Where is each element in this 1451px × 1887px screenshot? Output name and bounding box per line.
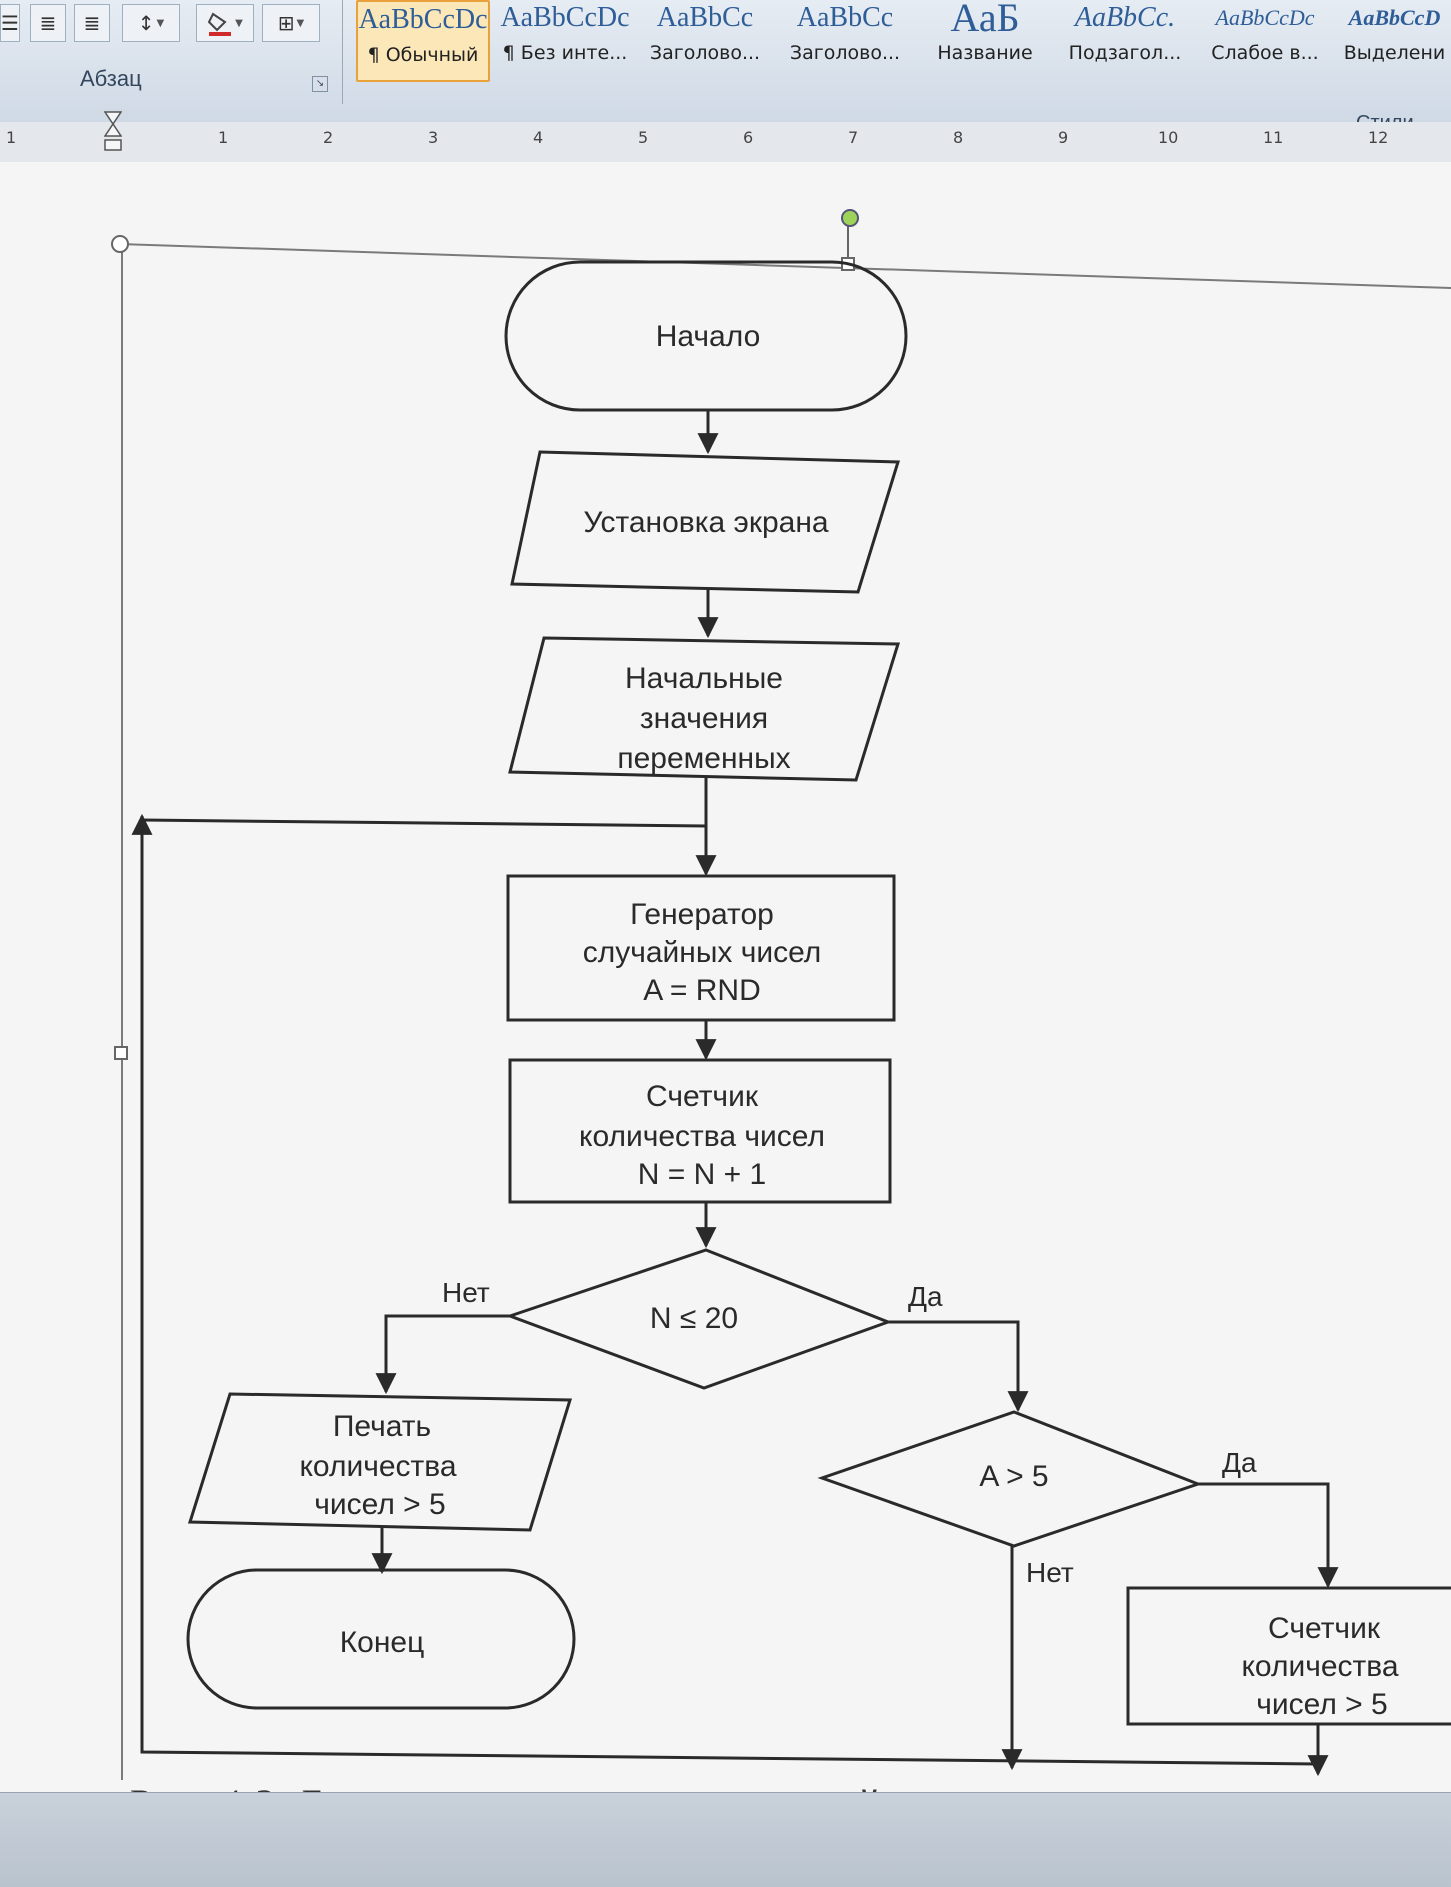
ruler-number: 1 [218, 128, 229, 147]
status-bar [0, 1792, 1451, 1887]
style-no-spacing[interactable]: AaBbCcDc ¶ Без инте... [498, 0, 632, 82]
ruler-number: 2 [323, 128, 334, 147]
ruler-number: 6 [743, 128, 754, 147]
ruler-number: 12 [1368, 128, 1389, 147]
initial-values-block[interactable] [508, 636, 901, 782]
horizontal-ruler[interactable] [0, 122, 1451, 163]
style-name: Слабое в... [1211, 42, 1319, 64]
flowchart[interactable]: Начало Установка экрана Начальные значен… [0, 162, 1451, 1792]
style-preview: AaBbCc [656, 2, 754, 33]
generator-label: A = RND [643, 974, 761, 1007]
style-name: Название [937, 42, 1033, 64]
style-heading-2[interactable]: AaBbCc Заголово... [778, 0, 912, 82]
group-divider [342, 0, 343, 104]
document-page[interactable]: Начало Установка экрана Начальные значен… [0, 162, 1451, 1826]
style-emphasis[interactable]: AaBbCcD Выделени [1338, 0, 1451, 82]
counter-gt5-label: количества [1241, 1650, 1398, 1683]
condition-a-label: A > 5 [979, 1460, 1048, 1493]
start-label: Начало [656, 320, 761, 353]
line-spacing-icon[interactable]: ↕▼ [122, 4, 180, 42]
style-name: Выделени [1343, 42, 1446, 64]
style-preview: AaBbCcDc [500, 2, 630, 33]
screen-setup-block[interactable] [510, 450, 901, 594]
canvas-selection-frame[interactable] [111, 209, 1451, 1780]
style-preview: AaBbCc. [1074, 2, 1176, 33]
style-name: Заголово... [789, 42, 901, 64]
style-preview: AaBbCcD [1348, 5, 1441, 30]
ruler-number: 7 [848, 128, 859, 147]
generator-label: Генератор [630, 898, 774, 931]
ruler-number: 10 [1158, 128, 1179, 147]
start-terminator[interactable] [504, 260, 908, 412]
condition-n-diamond[interactable] [505, 1248, 893, 1390]
style-subtle-emphasis[interactable]: AaBbCcDc Слабое в... [1198, 0, 1332, 82]
paint-bucket-icon [207, 12, 232, 36]
print-count-label: чисел > 5 [314, 1488, 445, 1521]
style-preview: AaBbCcDc [358, 4, 488, 35]
style-name: ¶ Без инте... [502, 42, 628, 64]
branch-no-label: Нет [1026, 1557, 1074, 1588]
ribbon: ☰ ≣ ≣ ↕▼ ▼ ⊞▼ Абзац ↘ AaBbCcDc ¶ Обычный… [0, 0, 1451, 134]
initial-values-label: Начальные [625, 662, 783, 695]
initial-values-label: переменных [617, 742, 790, 775]
style-normal[interactable]: AaBbCcDc ¶ Обычный [356, 0, 490, 82]
branch-yes-label: Да [1222, 1447, 1257, 1478]
branch-no-label: Нет [442, 1277, 490, 1308]
paragraph-dialog-launcher-icon[interactable]: ↘ [312, 76, 328, 92]
indent-marker-icon[interactable] [104, 110, 122, 154]
counter-gt5-label: Счетчик [1268, 1612, 1381, 1645]
generator-block[interactable] [506, 874, 896, 1022]
condition-n-label: N ≤ 20 [650, 1302, 738, 1335]
counter-label: N = N + 1 [638, 1158, 766, 1191]
ruler-number: 11 [1263, 128, 1284, 147]
resize-handle[interactable] [114, 1046, 128, 1060]
style-name: Заголово... [649, 42, 761, 64]
borders-icon[interactable]: ⊞▼ [262, 4, 320, 42]
counter-gt5-label: чисел > 5 [1256, 1688, 1387, 1721]
justify-icon[interactable]: ≣ [74, 4, 110, 42]
ruler-number: 3 [428, 128, 439, 147]
condition-a-diamond[interactable] [817, 1410, 1203, 1548]
initial-values-label: значения [640, 702, 768, 735]
print-count-label: Печать [333, 1410, 431, 1443]
style-preview: AaBbCcDc [1215, 5, 1315, 30]
ruler-number: 5 [638, 128, 649, 147]
style-title[interactable]: АаБ Название [918, 0, 1052, 82]
ruler-number: 8 [953, 128, 964, 147]
counter-gt5-block[interactable] [1126, 1586, 1451, 1726]
branch-yes-label: Да [908, 1281, 943, 1312]
paragraph-group-label: Абзац [80, 66, 142, 91]
counter-block[interactable] [508, 1058, 892, 1204]
print-count-block[interactable] [187, 1392, 573, 1532]
end-label: Конец [340, 1626, 425, 1659]
ruler-number: 4 [533, 128, 544, 147]
shading-icon[interactable]: ▼ [196, 4, 254, 42]
print-count-label: количества [299, 1450, 456, 1483]
counter-label: Счетчик [646, 1080, 759, 1113]
style-subtitle[interactable]: AaBbCc. Подзагол... [1058, 0, 1192, 82]
end-terminator[interactable] [186, 1568, 576, 1710]
screen-setup-label: Установка экрана [583, 506, 829, 539]
justify-icon[interactable]: ≣ [30, 4, 66, 42]
align-right-icon[interactable]: ☰ [0, 4, 20, 42]
style-name: Подзагол... [1068, 42, 1182, 64]
style-preview: АаБ [950, 0, 1020, 40]
resize-handle[interactable] [111, 235, 129, 253]
generator-label: случайных чисел [583, 936, 822, 969]
style-preview: AaBbCc [796, 2, 894, 33]
rotate-handle[interactable] [841, 209, 859, 227]
ruler-number: 9 [1058, 128, 1069, 147]
counter-label: количества чисел [579, 1120, 825, 1153]
ruler-number: 1 [6, 128, 17, 147]
style-name: ¶ Обычный [367, 44, 479, 66]
style-heading-1[interactable]: AaBbCc Заголово... [638, 0, 772, 82]
